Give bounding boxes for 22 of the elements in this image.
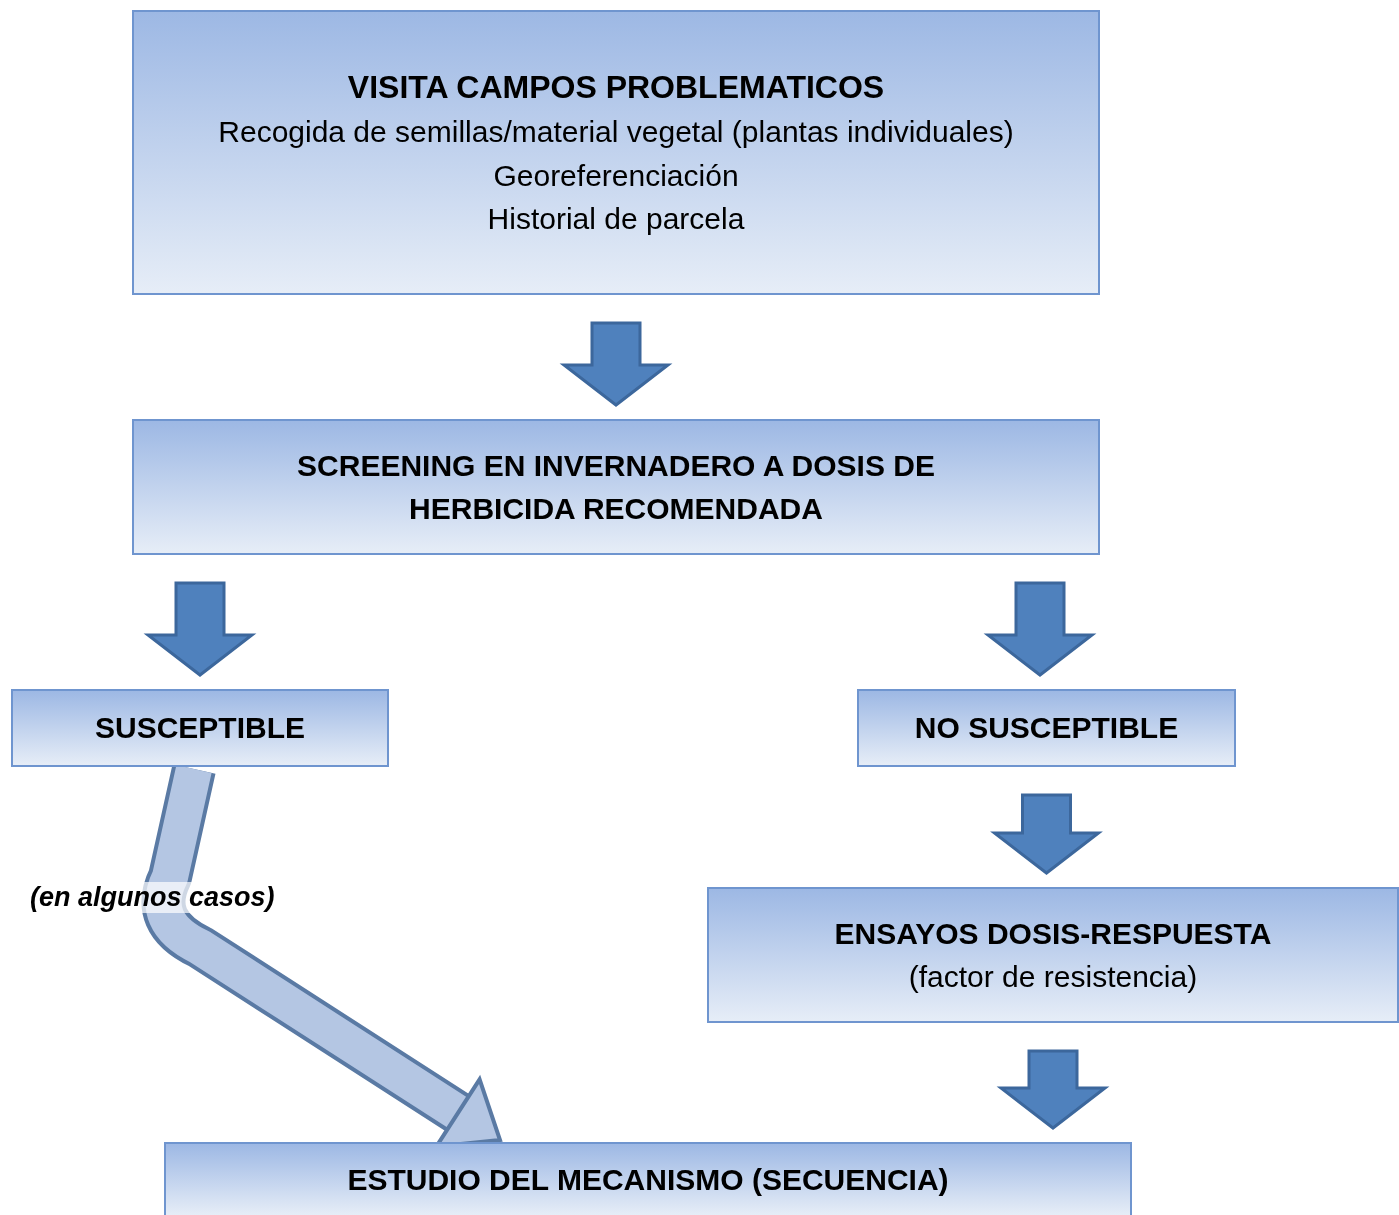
process-box: [132, 10, 1100, 295]
block-arrow: [559, 321, 673, 407]
box-title: ESTUDIO DEL MECANISMO (SECUENCIA): [347, 1161, 949, 1198]
box-title: SUSCEPTIBLE: [95, 710, 305, 747]
block-arrow: [983, 581, 1097, 677]
box-text: Recogida de semillas/material vegetal (plantas individuales): [217, 114, 1015, 151]
edge-label: (en algunos casos): [30, 882, 275, 913]
box-title: SCREENING EN INVERNADERO A DOSIS DE HERBICIDA RECOMENDADA: [296, 447, 936, 527]
process-box: [857, 689, 1236, 767]
box-text: Historial de parcela: [486, 201, 746, 238]
process-box: [132, 419, 1100, 555]
process-box: [164, 1142, 1132, 1215]
process-box: [11, 689, 389, 767]
block-arrow: [996, 1049, 1110, 1130]
process-box: [707, 887, 1399, 1023]
box-title: NO SUSCEPTIBLE: [914, 710, 1179, 747]
block-arrow: [990, 793, 1103, 875]
box-text: (factor de resistencia): [908, 959, 1198, 995]
box-title: VISITA CAMPOS PROBLEMATICOS: [347, 68, 885, 108]
block-arrow: [143, 581, 257, 677]
box-text: Georeferenciación: [492, 157, 740, 194]
box-title: ENSAYOS DOSIS-RESPUESTA: [834, 915, 1272, 952]
